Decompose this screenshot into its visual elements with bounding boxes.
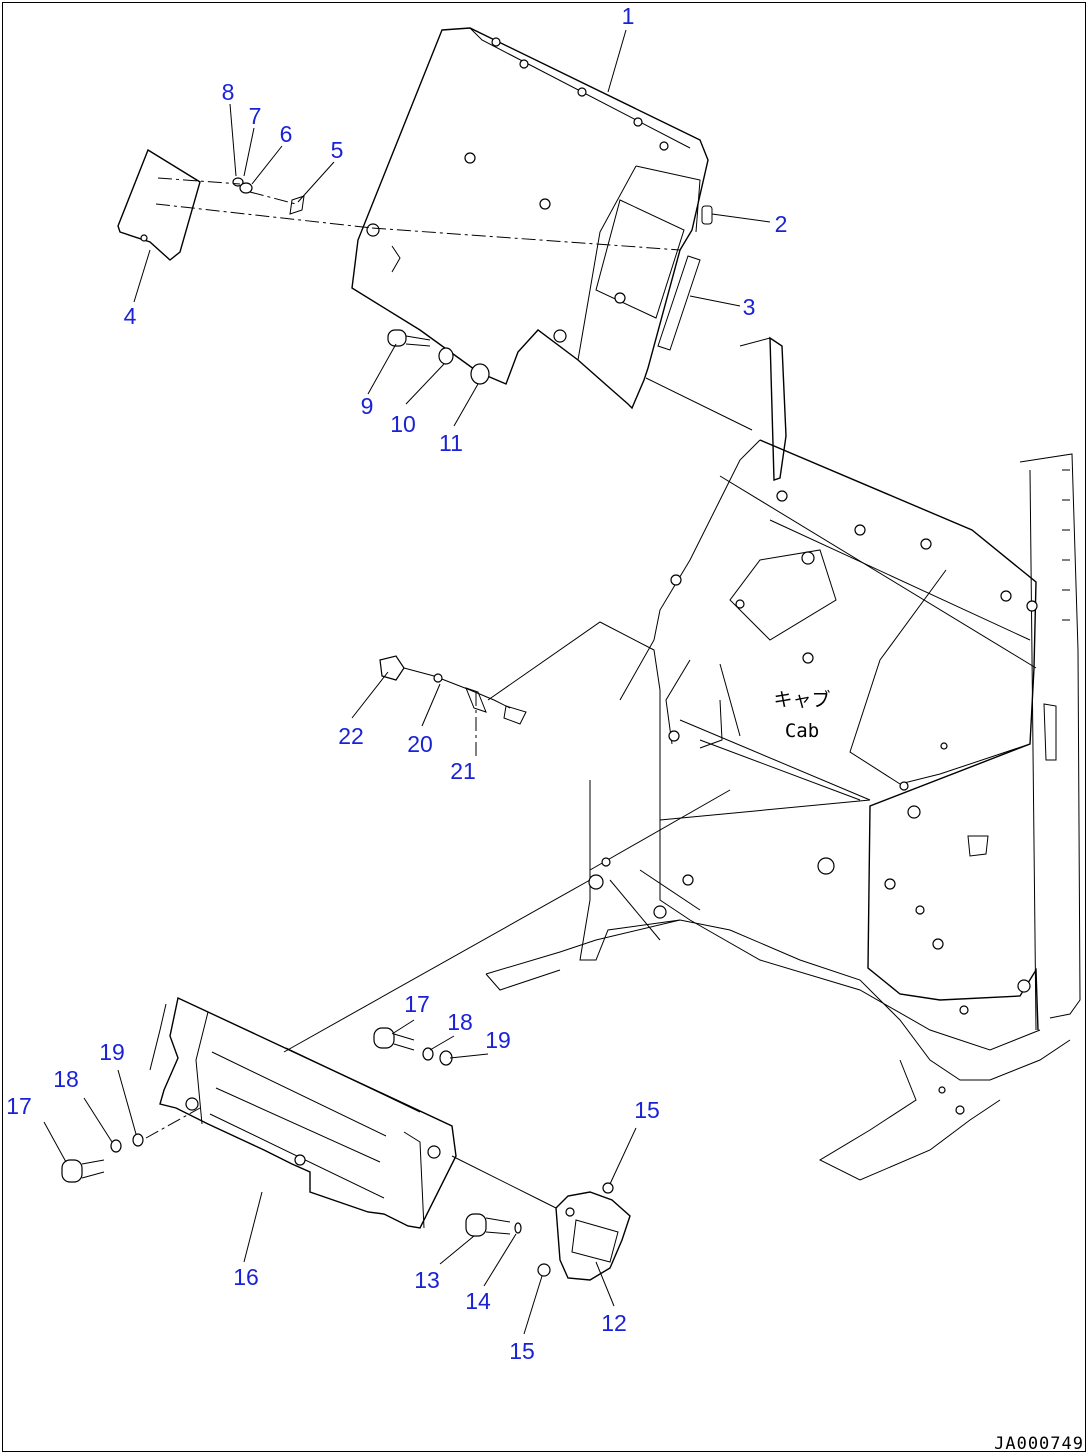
callout-19-middle: 19 [485, 1027, 511, 1053]
callout-15-top: 15 [634, 1097, 660, 1123]
callout-3: 3 [743, 294, 756, 320]
bracket-part-12 [451, 1155, 631, 1281]
callout-14: 14 [465, 1288, 491, 1314]
callout-18-left: 18 [53, 1066, 79, 1092]
callout-16: 16 [233, 1264, 259, 1290]
cover-panel-part-1 [351, 27, 709, 410]
callout-7: 7 [249, 103, 262, 129]
fasteners-5-8 [232, 177, 305, 215]
callout-12: 12 [601, 1310, 627, 1336]
guide-line-lower [283, 879, 591, 1053]
cab-label: キャブ Cab [773, 688, 830, 742]
cab-label-jp: キャブ [773, 688, 830, 711]
fasteners-9-11 [387, 329, 490, 385]
leader-lines [43, 29, 771, 1335]
callout-22: 22 [338, 723, 364, 749]
callout-8: 8 [222, 79, 235, 105]
small-cover-part-4 [117, 148, 201, 261]
callout-2: 2 [775, 211, 788, 237]
callout-17-middle: 17 [404, 991, 430, 1017]
callout-19-left: 19 [99, 1039, 125, 1065]
callout-numbers: 1 2 3 4 5 6 7 8 9 10 11 12 13 14 15 15 1… [6, 3, 787, 1364]
callout-20: 20 [407, 731, 433, 757]
callout-9: 9 [361, 393, 374, 419]
cab-label-en: Cab [785, 720, 819, 742]
callout-18-middle: 18 [447, 1009, 473, 1035]
lower-cover-part-16 [149, 996, 457, 1229]
drawing-code: JA000749 [994, 1434, 1084, 1454]
callout-4: 4 [124, 303, 137, 329]
clip-part-2 [701, 205, 713, 225]
callout-5: 5 [331, 137, 344, 163]
callout-11: 11 [439, 430, 463, 456]
fasteners-17-19-left [61, 1107, 201, 1183]
seal-strip-part-3 [657, 255, 701, 351]
fasteners-17-19-middle [373, 1027, 453, 1066]
callout-6: 6 [280, 121, 293, 147]
cab-frame [485, 336, 1081, 1181]
callout-21: 21 [450, 758, 476, 784]
callout-10: 10 [390, 411, 416, 437]
callout-15-bottom: 15 [509, 1338, 535, 1364]
callout-1: 1 [622, 3, 635, 29]
callout-13: 13 [414, 1267, 440, 1293]
callout-17-left: 17 [6, 1093, 32, 1119]
